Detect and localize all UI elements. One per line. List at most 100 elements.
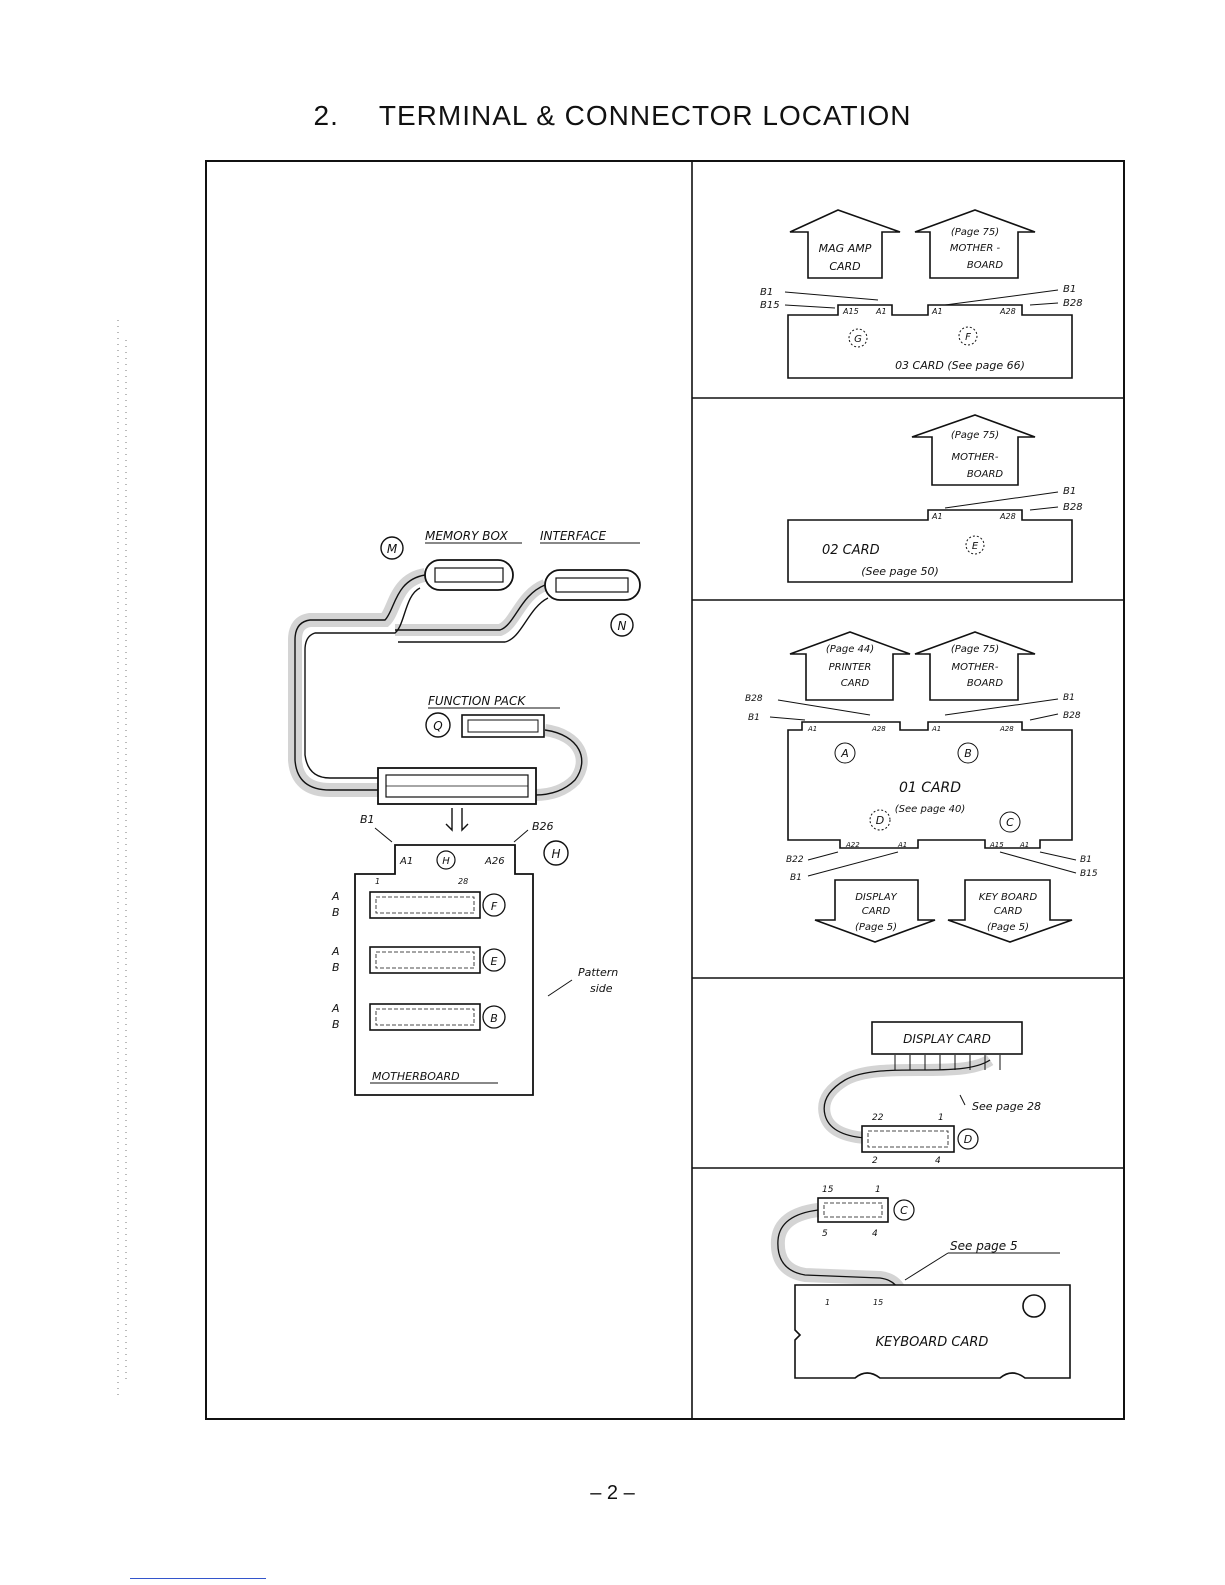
- card-03-label: 03 CARD (See page 66): [895, 359, 1025, 372]
- conn-F-label: F: [965, 332, 971, 343]
- slot-E-label: E: [491, 955, 498, 968]
- connector-N-label: N: [618, 619, 627, 633]
- card-01-label: 01 CARD: [899, 780, 961, 796]
- kb-card-pin-a: 1: [825, 1298, 830, 1307]
- motherboard-arrow-03: [914, 209, 1036, 279]
- page-title: 2. TERMINAL & CONNECTOR LOCATION: [0, 100, 1225, 132]
- a1b-03: A1: [931, 307, 943, 316]
- connector-N-marker: [610, 613, 634, 637]
- slot-E-row-a: A: [331, 945, 340, 958]
- b1-br-01: B1: [1080, 855, 1092, 865]
- panel-keyboard-card: 15 1 C 5 4 See page 5 1 15 KEYBOARD CARD: [770, 1185, 1071, 1379]
- panel-02-card: (Page 75) MOTHER- BOARD B1 B28 A1 A28 02…: [787, 414, 1083, 583]
- mb02-line1: (Page 75): [951, 430, 999, 441]
- a22-01: A22: [845, 841, 860, 849]
- a1-label: A1: [399, 856, 413, 867]
- keyboard-hole: [1022, 1294, 1046, 1318]
- display-card-arrow: [814, 879, 936, 943]
- slot-E-row-b: B: [332, 961, 340, 974]
- b26-label: B26: [532, 820, 554, 833]
- motherboard-arrow-02: [911, 414, 1036, 486]
- a26-label: A26: [484, 856, 505, 867]
- display-card-label: DISPLAY CARD: [903, 1032, 991, 1046]
- a1-03: A1: [875, 307, 887, 316]
- display-pin-2: 2: [872, 1156, 878, 1166]
- display-card-box: [871, 1021, 1023, 1055]
- pattern-label: Pattern: [578, 966, 618, 979]
- card-01-outline: [787, 721, 1073, 849]
- kb-pin-5: 5: [822, 1229, 828, 1239]
- a15-03: A15: [842, 307, 859, 316]
- panel-01-card: (Page 44) PRINTER CARD (Page 75) MOTHER-…: [745, 631, 1098, 943]
- printer-line3: CARD: [841, 678, 870, 689]
- diagram-frame: [205, 160, 1125, 1420]
- slot-F-label: F: [491, 900, 498, 913]
- display-pin-1: 1: [938, 1113, 944, 1123]
- kb-pin-15: 15: [822, 1185, 834, 1195]
- interface-label: INTERFACE: [540, 529, 607, 543]
- conn-G-label: G: [854, 334, 862, 345]
- printer-line2: PRINTER: [829, 662, 872, 673]
- connector-M-marker: [380, 536, 404, 560]
- mb02-line3: BOARD: [967, 469, 1004, 480]
- section-number: 2.: [313, 100, 339, 131]
- mag-amp-line1: MAG AMP: [819, 242, 872, 255]
- connector-H-marker: [543, 840, 569, 866]
- keyboard-card-outline: [794, 1284, 1071, 1379]
- b28-left-01: B28: [745, 694, 763, 704]
- conn-B-label: B: [964, 747, 972, 760]
- b22-01: B22: [786, 855, 804, 865]
- section-title: TERMINAL & CONNECTOR LOCATION: [378, 100, 912, 131]
- connector-M-label: M: [387, 542, 398, 556]
- a1c-01: A1: [897, 841, 907, 849]
- a1-02: A1: [931, 512, 943, 521]
- connector-Q-label: Q: [433, 719, 442, 733]
- slot-F-row-b: B: [332, 906, 340, 919]
- card-02-label: 02 CARD: [822, 543, 880, 558]
- kb-see: See page 5: [950, 1239, 1018, 1253]
- mag-amp-arrow: [789, 209, 901, 279]
- b1-02: B1: [1063, 486, 1076, 497]
- keyboard-line2: CARD: [994, 906, 1023, 917]
- kb-pin-1: 1: [875, 1185, 881, 1195]
- display-pin-4: 4: [935, 1156, 941, 1166]
- slot-B-row-a: A: [331, 1002, 340, 1015]
- b1-bottom-01: B1: [790, 873, 802, 883]
- conn-A-label: A: [840, 747, 849, 760]
- mb01-line1: (Page 75): [951, 644, 999, 655]
- b28-03: B28: [1063, 298, 1083, 309]
- printer-line1: (Page 44): [826, 644, 874, 655]
- motherboard-label: MOTHERBOARD: [372, 1070, 460, 1083]
- conn-E-label: E: [972, 541, 979, 552]
- left-panel: MEMORY BOX INTERFACE M N FUNCTION PACK Q: [288, 529, 641, 1096]
- connector-H-label: H: [551, 847, 560, 861]
- display-pin-22: 22: [872, 1113, 884, 1123]
- display-line1: DISPLAY: [855, 892, 897, 903]
- slot-F-pin-1: 1: [375, 877, 380, 886]
- display-line3: (Page 5): [855, 922, 897, 933]
- keyboard-line3: (Page 5): [987, 922, 1029, 933]
- scan-line: [130, 1578, 266, 1579]
- card-02-see: (See page 50): [861, 565, 939, 578]
- keyboard-card-arrow: [947, 879, 1073, 943]
- a28-01: A28: [871, 725, 886, 733]
- mb01-line3: BOARD: [967, 678, 1004, 689]
- b1-label: B1: [360, 813, 375, 826]
- a28-02: A28: [999, 512, 1016, 521]
- b1-right-01: B1: [1063, 693, 1075, 703]
- a1-01: A1: [807, 725, 817, 733]
- display-see: See page 28: [972, 1100, 1041, 1113]
- b28-right-01: B28: [1063, 711, 1081, 721]
- card-01-see: (See page 40): [895, 804, 966, 815]
- mb03-line1: (Page 75): [951, 227, 999, 238]
- b28-02: B28: [1063, 502, 1083, 513]
- slot-F-pin-28: 28: [458, 877, 468, 886]
- down-arrow-icon: [445, 808, 469, 832]
- b15-03: B15: [760, 300, 780, 311]
- kb-conn-C-label: C: [900, 1204, 908, 1217]
- a1b-01: A1: [931, 725, 941, 733]
- page-number: – 2 –: [590, 1482, 635, 1504]
- conn-C-label: C: [1006, 816, 1014, 829]
- panel-03-card: MAG AMP CARD (Page 75) MOTHER - BOARD B1…: [760, 209, 1083, 379]
- card-02-outline: [787, 509, 1073, 583]
